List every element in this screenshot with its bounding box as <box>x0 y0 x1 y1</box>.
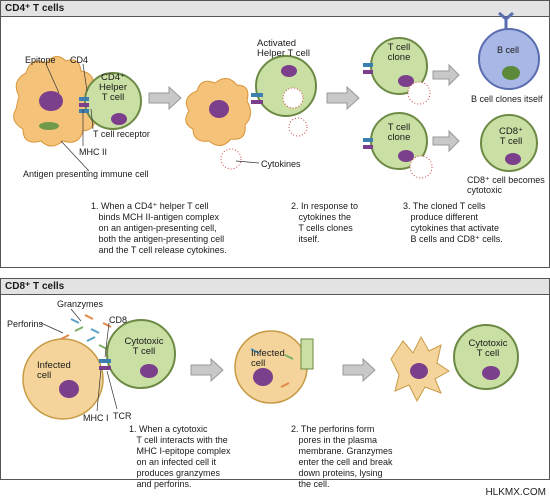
label-granzymes: Granzymes <box>57 299 104 309</box>
label-cytotoxic: Cytotoxic T cell <box>124 336 164 357</box>
activated-helper-t-cell <box>220 55 317 170</box>
t-cell-clone-2 <box>363 112 433 179</box>
cd8-panel: CD8⁺ T cells <box>0 278 550 489</box>
arrow-3 <box>432 63 460 87</box>
antigen-presenting-cell-2 <box>185 78 251 146</box>
cd4-panel: CD4⁺ T cells <box>0 0 550 268</box>
helper-t-cell <box>79 72 142 130</box>
b-cell <box>478 11 540 90</box>
caption-step-1: 1. When a CD4⁺ helper T cell binds MCH I… <box>91 201 227 255</box>
label-activated-helper: Activated Helper T cell <box>257 38 310 59</box>
cd4-panel-title: CD4⁺ T cells <box>1 1 549 17</box>
label-infected-cell: Infected cell <box>37 360 71 381</box>
label-apc: Antigen presenting immune cell <box>23 169 149 179</box>
label-epitope: Epitope <box>25 55 56 65</box>
granzyme-perforin-cloud <box>60 314 112 350</box>
cytotoxic-t-cell-2 <box>453 324 519 390</box>
arrow-6 <box>342 357 376 383</box>
cd8-diagram-graphics <box>22 308 519 420</box>
cd8-t-cell <box>480 114 538 172</box>
label-infected-cell-2: Infected cell <box>251 348 285 369</box>
arrow-4 <box>432 129 460 153</box>
cytotoxic-t-cell <box>99 319 176 389</box>
apc-nucleus <box>39 91 63 111</box>
helper-t-nucleus <box>111 113 127 125</box>
arrow-2 <box>326 85 360 111</box>
caption-cd8-step-1: 1. When a cytotoxic T cell interacts wit… <box>129 424 231 489</box>
label-perforins: Perforins <box>7 319 44 329</box>
caption-cd8-step-2: 2. The perforins form pores in the plasm… <box>291 424 393 489</box>
label-b-cell: B cell <box>497 45 520 55</box>
label-mhc-ii: MHC II <box>79 147 107 157</box>
label-t-cell-receptor: T cell receptor <box>93 129 150 139</box>
t-cell-clone-1 <box>363 37 431 105</box>
infected-cell-2 <box>234 330 314 404</box>
label-mhc-i: MHC I <box>83 413 109 423</box>
label-cd8: CD8 <box>109 315 128 325</box>
label-clone-2: T cell clone <box>387 122 411 143</box>
label-b-cell-note: B cell clones itself <box>471 94 543 104</box>
caption-step-3: 3. The cloned T cells produce different … <box>403 201 503 244</box>
arrow-5 <box>190 357 224 383</box>
label-cd8-t-cell: CD8⁺ T cell <box>498 126 524 147</box>
label-tcr: TCR <box>113 411 132 421</box>
cd4-diagram-graphics <box>13 11 540 179</box>
lysed-cell <box>390 335 450 403</box>
label-cd4: CD4 <box>70 55 89 65</box>
label-clone-1: T cell clone <box>387 42 411 63</box>
caption-step-2: 2. In response to cytokines the T cells … <box>291 201 359 244</box>
label-helper-t-cell: CD4⁺ Helper T cell <box>99 72 127 103</box>
label-cytotoxic-2: Cytotoxic T cell <box>468 338 508 359</box>
watermark: HLKMX.COM <box>485 487 546 498</box>
label-cytokines: Cytokines <box>261 159 301 169</box>
arrow-1 <box>148 85 182 111</box>
label-cd8-note: CD8⁺ cell becomes cytotoxic <box>467 175 545 195</box>
cd8-panel-title: CD8⁺ T cells <box>1 279 549 295</box>
